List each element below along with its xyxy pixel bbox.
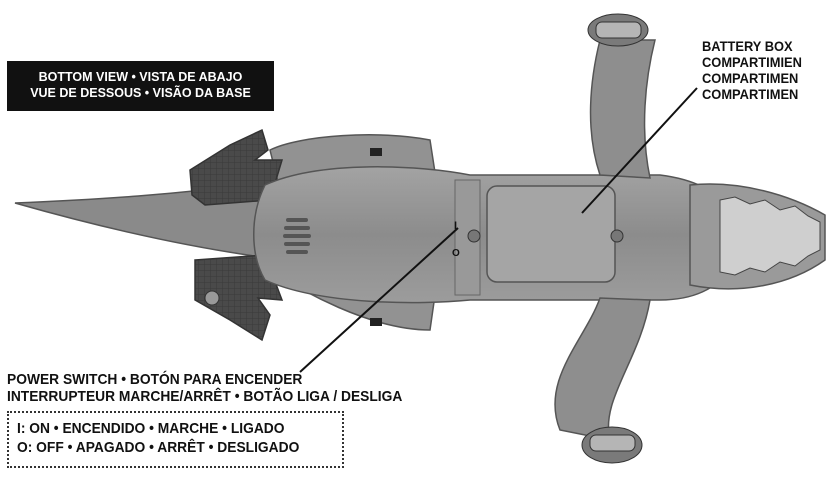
battery-label-line1: BATTERY BOX	[702, 38, 793, 54]
power-switch-label: POWER SWITCH • BOTÓN PARA ENCENDER INTER…	[7, 371, 402, 405]
view-banner-line2: VUE DE DESSOUS • VISÃO DA BASE	[30, 86, 251, 100]
view-banner: BOTTOM VIEW • VISTA DE ABAJO VUE DE DESS…	[7, 61, 274, 111]
power-switch-leader	[299, 227, 459, 373]
battery-screw-right	[610, 229, 624, 243]
switch-legend-box: I: ON • ENCENDIDO • MARCHE • LIGADO O: O…	[7, 411, 344, 468]
battery-label-line3: COMPARTIMEN	[702, 70, 799, 86]
claw-bottom	[370, 318, 382, 326]
power-label-line1: POWER SWITCH • BOTÓN PARA ENCENDER	[7, 371, 303, 388]
view-banner-line1: BOTTOM VIEW • VISTA DE ABAJO	[38, 70, 243, 84]
battery-box-cover	[486, 185, 616, 283]
jaw-teeth	[719, 196, 821, 276]
hand-top-pad	[595, 21, 642, 39]
battery-label-line2: COMPARTIMIEN	[702, 54, 802, 70]
switch-off-mark: O	[452, 248, 460, 259]
power-label-line2: INTERRUPTEUR MARCHE/ARRÊT • BOTÃO LIGA /…	[7, 388, 403, 405]
claw-top	[370, 148, 382, 156]
battery-box-label: BATTERY BOX COMPARTIMIEN COMPARTIMEN COM…	[702, 38, 802, 102]
switch-legend-on: I: ON • ENCENDIDO • MARCHE • LIGADO	[17, 420, 285, 437]
battery-screw-left	[467, 229, 481, 243]
speaker-grille	[283, 218, 311, 254]
arm-bottom	[554, 297, 651, 441]
switch-legend-off: O: OFF • APAGADO • ARRÊT • DESLIGADO	[17, 439, 300, 456]
arm-top	[589, 39, 656, 179]
back-foot-top	[189, 128, 284, 206]
hand-bottom-pad	[589, 434, 636, 452]
foot-screw	[204, 290, 220, 306]
battery-label-line4: COMPARTIMEN	[702, 86, 799, 102]
switch-on-mark: I	[454, 220, 457, 232]
battery-box-leader	[581, 87, 698, 214]
